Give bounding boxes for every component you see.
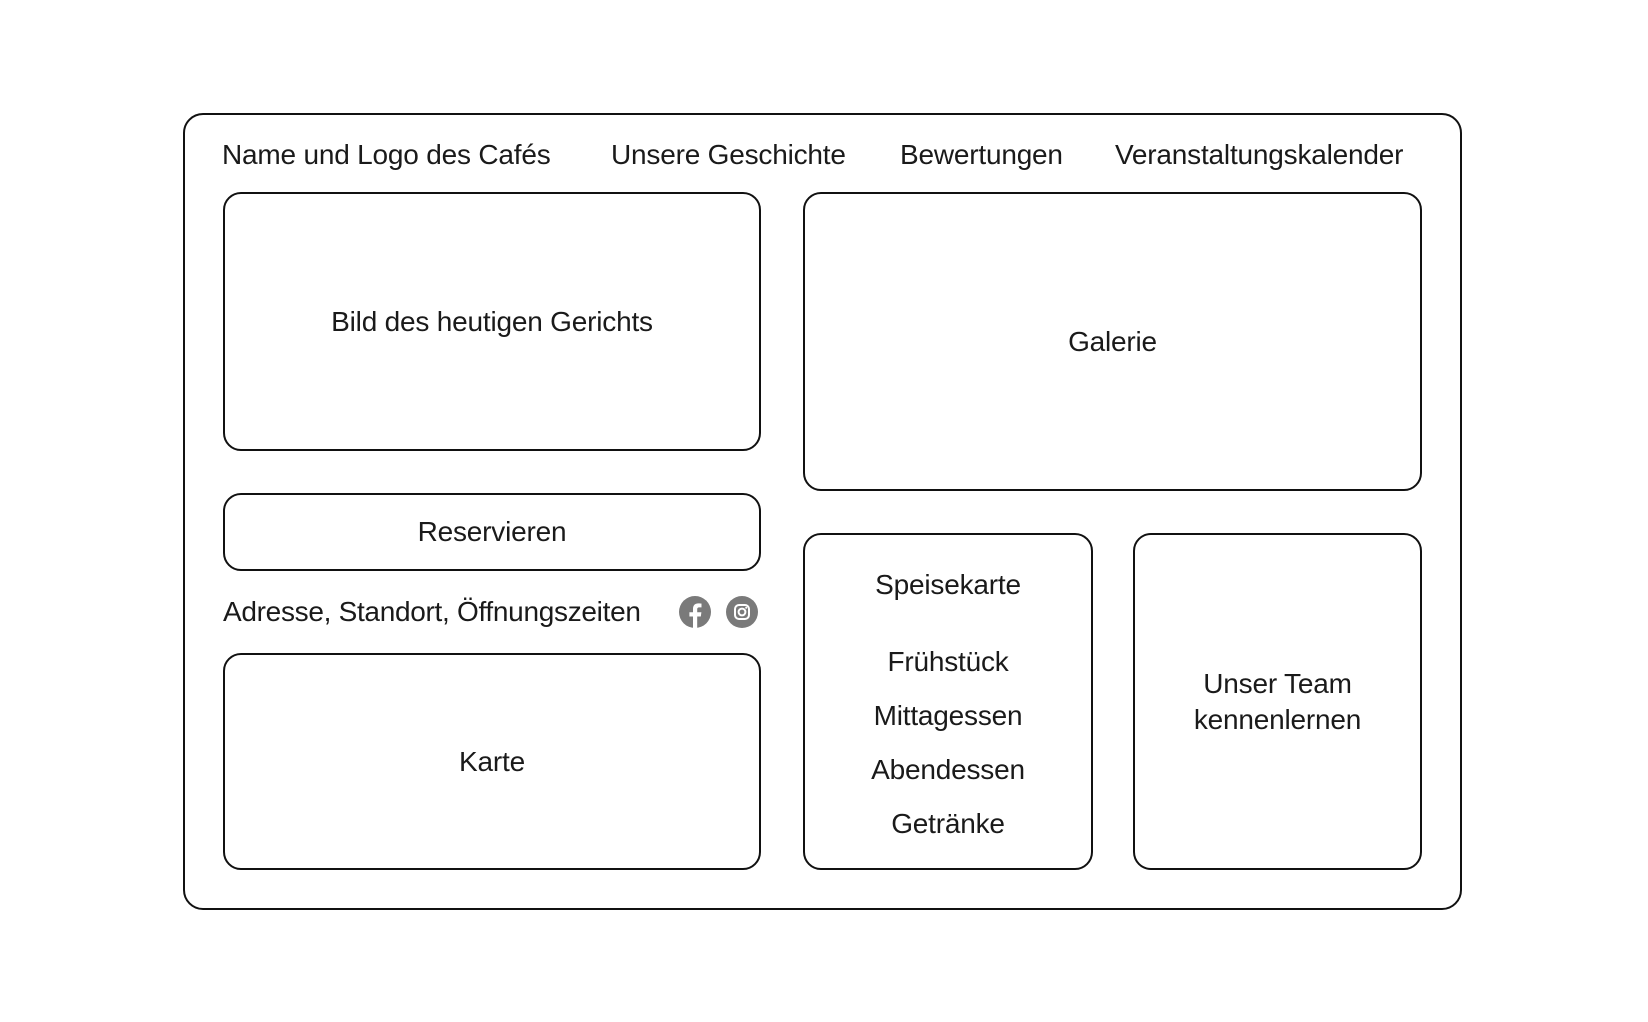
instagram-icon[interactable] xyxy=(726,596,758,628)
reserve-label: Reservieren xyxy=(417,516,567,547)
menu-item-lunch[interactable]: Mittagessen xyxy=(873,700,1023,731)
todays-dish-image: Bild des heutigen Gerichts xyxy=(223,192,761,451)
nav-reviews[interactable]: Bewertungen xyxy=(900,139,1063,170)
menu-card-box: Speisekarte Frühstück Mittagessen Abende… xyxy=(803,533,1093,870)
page-wireframe-frame xyxy=(183,113,1462,910)
gallery-box: Galerie xyxy=(803,192,1422,491)
team-label-line2: kennenlernen xyxy=(1193,703,1362,735)
menu-card-title: Speisekarte xyxy=(875,569,1021,600)
map-label: Karte xyxy=(459,745,525,777)
menu-item-drinks[interactable]: Getränke xyxy=(891,808,1005,839)
reserve-button[interactable]: Reservieren xyxy=(223,493,761,571)
todays-dish-label: Bild des heutigen Gerichts xyxy=(331,305,653,337)
meet-our-team-box[interactable]: Unser Team kennenlernen xyxy=(1133,533,1422,870)
menu-item-dinner[interactable]: Abendessen xyxy=(871,754,1025,785)
address-location-hours: Adresse, Standort, Öffnungszeiten xyxy=(223,596,641,627)
team-label-line1: Unser Team xyxy=(1203,667,1352,699)
menu-item-breakfast[interactable]: Frühstück xyxy=(887,646,1009,677)
facebook-icon[interactable] xyxy=(679,596,711,628)
nav-cafe-name-logo[interactable]: Name und Logo des Cafés xyxy=(222,139,551,170)
nav-our-story[interactable]: Unsere Geschichte xyxy=(611,139,846,170)
nav-event-calendar[interactable]: Veranstaltungskalender xyxy=(1115,139,1404,170)
map-box: Karte xyxy=(223,653,761,870)
gallery-label: Galerie xyxy=(1068,325,1157,357)
